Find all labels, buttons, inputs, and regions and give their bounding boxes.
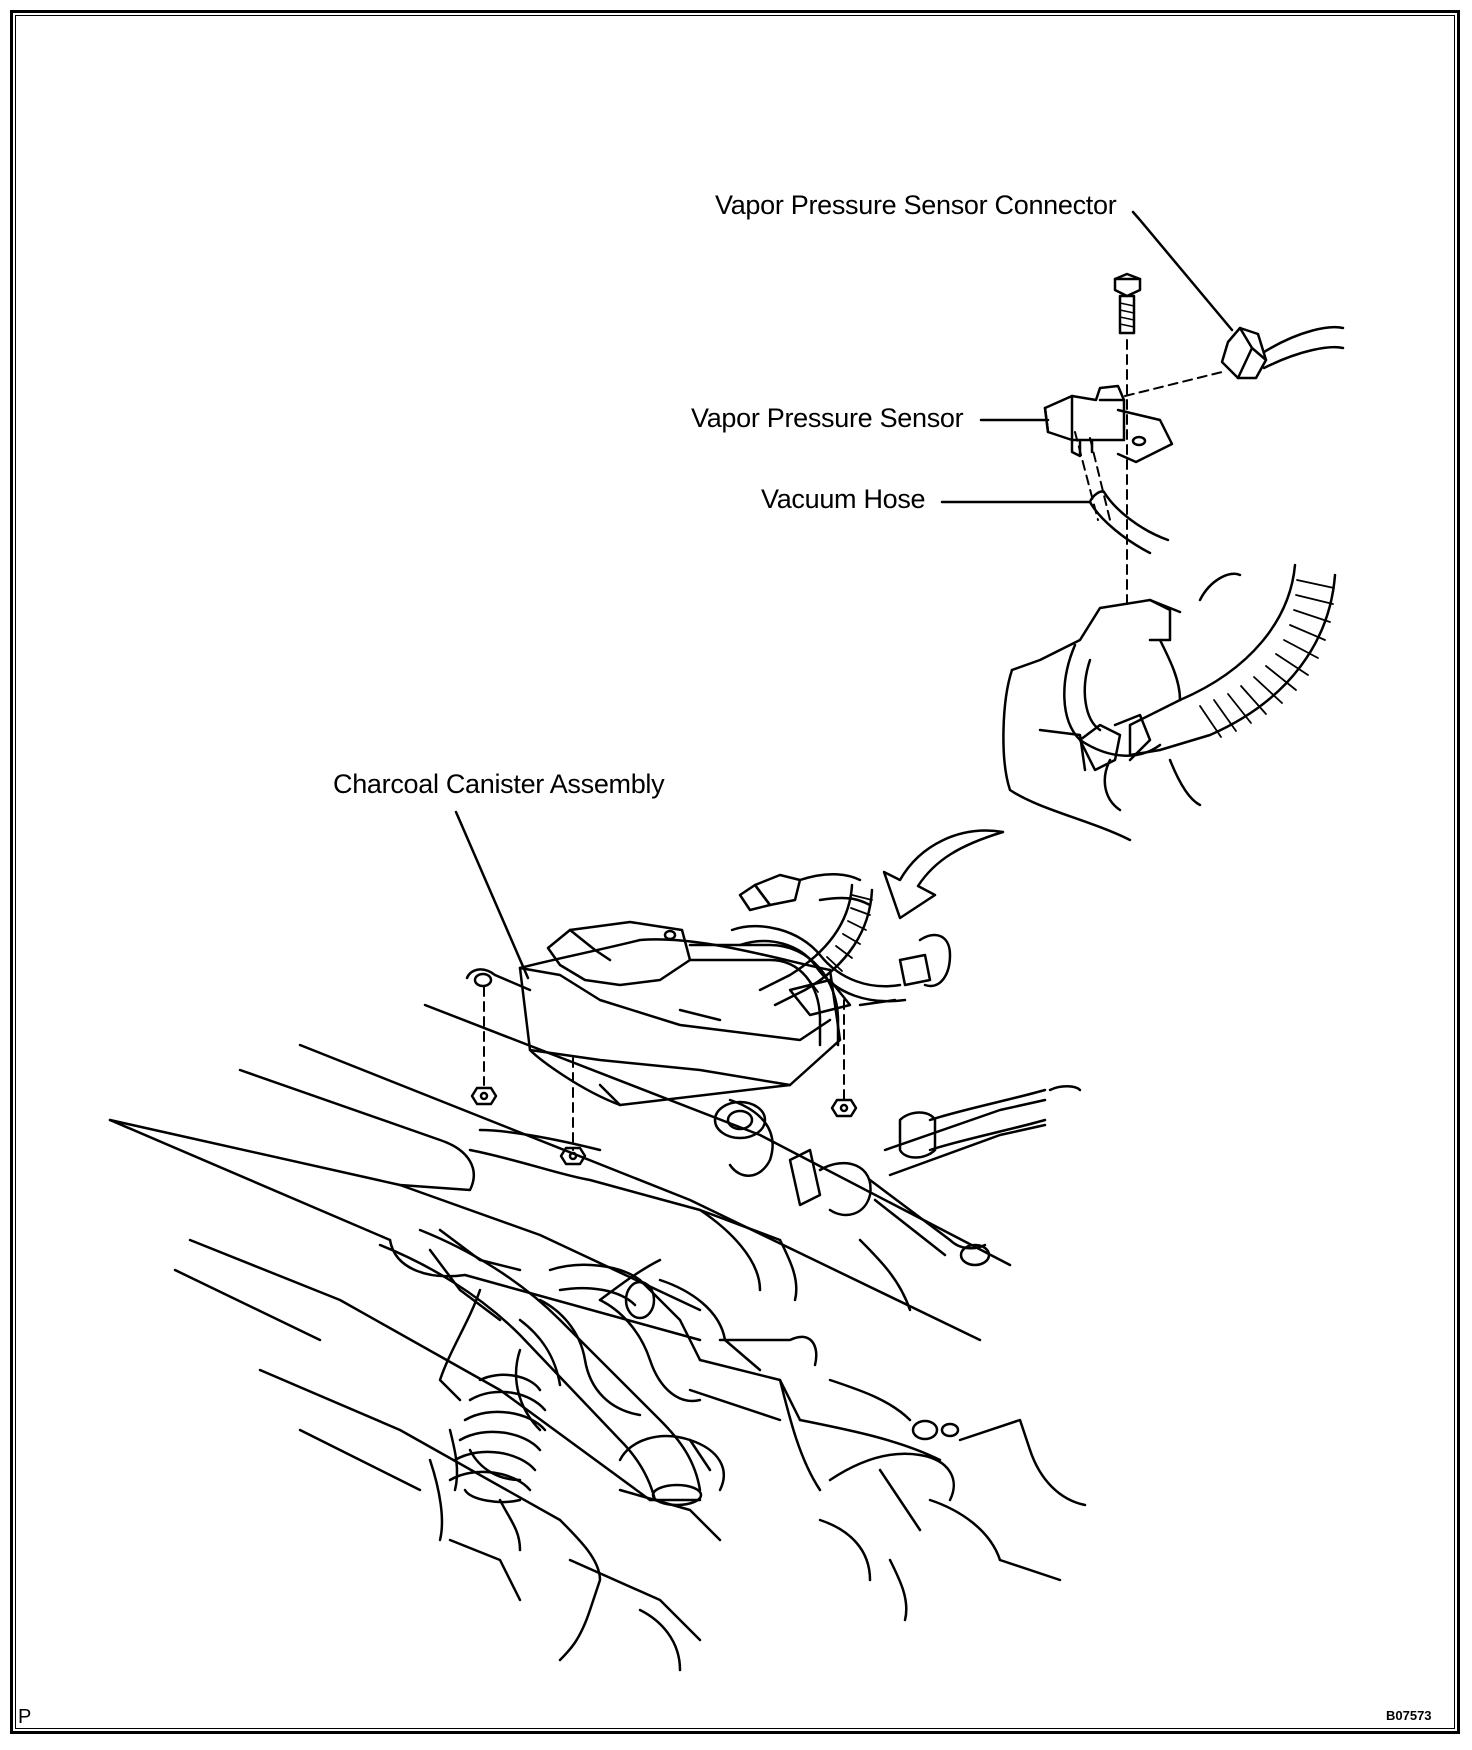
label-vapor-pressure-sensor-connector: Vapor Pressure Sensor Connector <box>715 190 1117 220</box>
vapor-pressure-sensor-connector <box>1220 325 1345 380</box>
label-vapor-pressure-sensor: Vapor Pressure Sensor <box>691 403 964 433</box>
mounting-detail-inset <box>1002 572 1242 842</box>
assembly-guide-lines <box>483 339 1223 1151</box>
canister-corrugated-hose <box>758 883 874 1007</box>
canister-hoses <box>730 873 952 1017</box>
vapor-pressure-sensor <box>1043 384 1174 464</box>
label-vacuum-hose: Vacuum Hose <box>761 484 926 514</box>
exhaust-pipe <box>378 1228 703 1507</box>
label-charcoal-canister-assembly: Charcoal Canister Assembly <box>333 769 665 799</box>
coil-spring <box>448 1373 547 1504</box>
vacuum-hose <box>1088 490 1170 555</box>
leader-lines <box>454 210 1234 980</box>
canister-icon <box>465 920 842 1107</box>
nut-icon <box>470 1086 858 1166</box>
diagram-inner-border <box>15 15 1455 1729</box>
diagram-frame <box>10 10 1460 1734</box>
vehicle-underbody <box>108 1003 1087 1672</box>
curved-arrow-icon <box>882 829 1005 920</box>
bolt-icon <box>1113 272 1142 335</box>
corner-mark: P <box>18 1706 32 1728</box>
corrugated-hose-icon <box>1128 563 1337 757</box>
drive-shaft <box>598 1085 1082 1302</box>
figure-code: B07573 <box>1386 1708 1432 1723</box>
